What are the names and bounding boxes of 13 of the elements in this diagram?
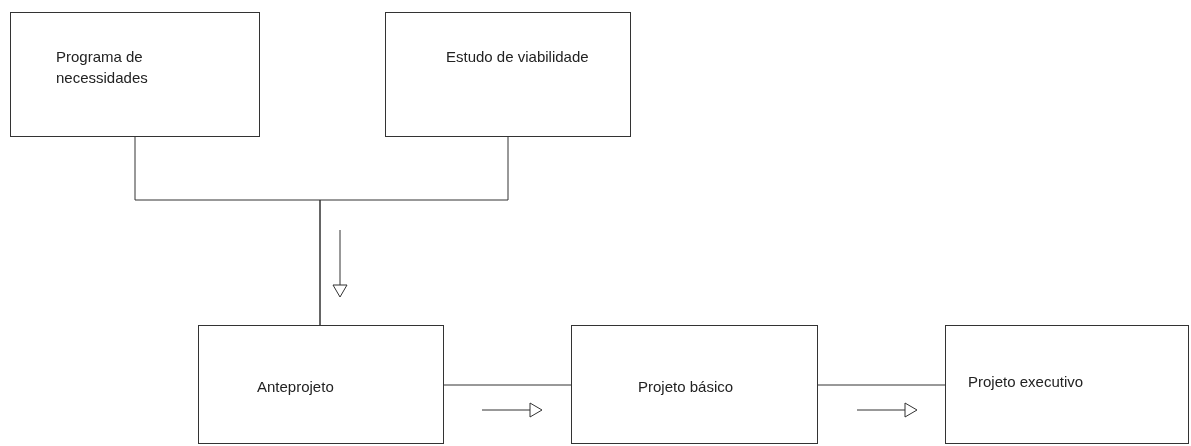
box-label: Projeto executivo [968, 372, 1085, 392]
process-box [10, 12, 260, 137]
box-label: Estudo de viabilidade [446, 47, 590, 67]
connector-line [443, 384, 572, 386]
process-box [945, 325, 1189, 444]
process-box [385, 12, 631, 137]
connector-line [817, 384, 946, 386]
process-box [571, 325, 818, 444]
box-label: Programa de necessidades [56, 47, 149, 88]
box-label: Projeto básico [638, 377, 735, 397]
connector-line [319, 136, 509, 326]
process-box [198, 325, 444, 444]
box-label: Anteprojeto [257, 377, 335, 397]
